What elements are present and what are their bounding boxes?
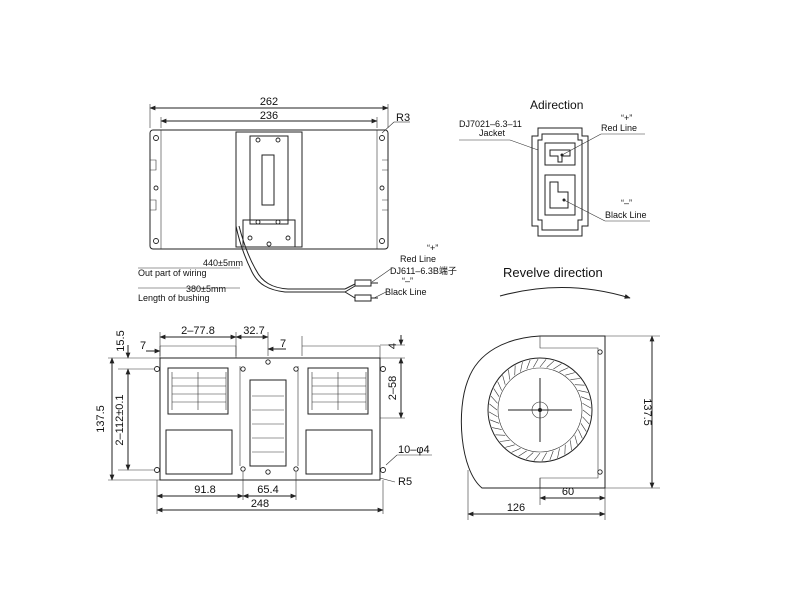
- impeller-blade: [488, 411, 498, 417]
- front-motor: [249, 379, 287, 467]
- dim-7b-label: 7: [280, 338, 286, 350]
- jacket-part-number: DJ7021–6.3–11: [459, 119, 522, 129]
- impeller-blade: [578, 390, 588, 393]
- impeller-blade: [565, 372, 575, 376]
- impeller-blade: [489, 403, 498, 411]
- impeller-blade: [539, 359, 547, 368]
- impeller-outer: [487, 357, 593, 463]
- impeller-blade: [570, 378, 581, 380]
- impeller-blade: [553, 363, 562, 370]
- top-red-line-label: Red Line: [400, 254, 436, 264]
- dim-2x77-8-label: 2–77.8: [181, 325, 215, 337]
- connector-minus-sign: “–”: [621, 198, 632, 208]
- scroll-housing: [460, 335, 606, 489]
- dim-60-label: 60: [562, 486, 574, 498]
- impeller-blades: [488, 358, 592, 462]
- impeller-blade: [511, 448, 521, 453]
- dim-7a-label: 7: [140, 340, 146, 352]
- dim-15-5-label: 15.5: [115, 330, 127, 351]
- motor-housing: [235, 131, 303, 248]
- impeller-blade: [557, 448, 560, 458]
- impeller-blade: [508, 369, 510, 380]
- connector-red-line-label: Red Line: [601, 123, 637, 133]
- impeller-blade: [502, 375, 506, 385]
- top-view: 262 236 R3: [138, 96, 457, 303]
- dim-91-8-label: 91.8: [194, 484, 215, 496]
- holes-label: 10–φ4: [398, 444, 430, 456]
- top-plus-sign: “+”: [427, 243, 438, 253]
- dim-2x58-label: 2–58: [387, 376, 399, 400]
- radius-r3-label: R3: [396, 112, 410, 124]
- dim-262-label: 262: [260, 96, 278, 108]
- impeller-blade: [505, 444, 515, 448]
- impeller-blade: [541, 452, 547, 462]
- rotation-label: Revelve direction: [503, 265, 603, 280]
- jacket-label: Jacket: [479, 128, 506, 138]
- right-blower-intake: [307, 367, 369, 415]
- connector-black-line-label: Black Line: [605, 210, 647, 220]
- impeller-blade: [526, 359, 531, 370]
- radius-r5-label: R5: [398, 476, 412, 488]
- impeller-blade: [570, 440, 572, 451]
- impeller-blade: [582, 403, 592, 409]
- connector-plus-sign: “+”: [621, 113, 632, 123]
- impeller-blade: [580, 423, 587, 432]
- impeller-blade: [499, 440, 510, 442]
- impeller-blade: [525, 452, 534, 460]
- impeller-blade: [533, 452, 541, 461]
- dim-137-5-left-label: 137.5: [95, 405, 107, 433]
- impeller-blade: [578, 429, 583, 439]
- rotation-indicator: Revelve direction: [499, 265, 631, 299]
- connector-housing: [531, 127, 589, 237]
- wire-length-value: 440±5mm: [203, 258, 243, 268]
- rotation-arrow: [499, 287, 631, 299]
- dim-137-5-side-label: 137.5: [641, 398, 653, 426]
- impeller-blade: [582, 416, 590, 425]
- left-blower-intake: [167, 367, 229, 415]
- impeller-blade: [546, 360, 555, 368]
- impeller-blade: [559, 367, 569, 372]
- impeller-blade: [582, 409, 591, 417]
- top-terminal-label: DJ611–6.3B端子: [390, 265, 457, 276]
- red-terminal: [354, 279, 372, 287]
- front-view: 2–77.8 32.7 7 7 137.5 2–112±0.1 15.5 4 2…: [95, 325, 432, 514]
- wire-harness: [235, 225, 345, 293]
- dim-65-4-label: 65.4: [257, 484, 278, 496]
- black-terminal: [354, 294, 372, 302]
- dim-236-label: 236: [260, 110, 278, 122]
- impeller-blade: [497, 381, 502, 391]
- impeller-blade: [489, 419, 500, 424]
- impeller-blade: [574, 435, 578, 445]
- top-plate-outline: [149, 129, 389, 250]
- dim-2x112-label: 2–112±0.1: [114, 394, 126, 445]
- impeller-blade: [493, 388, 500, 397]
- impeller-blade: [520, 362, 523, 372]
- dim-126-label: 126: [507, 502, 525, 514]
- side-view: 137.5 60 126: [460, 335, 660, 520]
- wire-length-label: Out part of wiring: [138, 268, 207, 278]
- top-black-line-label: Black Line: [385, 287, 427, 297]
- connector-title: Adirection: [530, 98, 583, 112]
- impeller-blade: [490, 395, 498, 404]
- dim-32-7-label: 32.7: [243, 325, 264, 337]
- dim-4-label: 4: [387, 343, 399, 349]
- bushing-length-value: 380±5mm: [186, 284, 226, 294]
- connector-view: Adirection DJ7021–6.3–11 Jacket “+” Red …: [459, 98, 650, 237]
- impeller-blade: [533, 358, 539, 368]
- impeller-blade: [492, 427, 502, 430]
- impeller-blade: [580, 396, 591, 401]
- impeller-blade: [518, 450, 527, 457]
- impeller-blade: [549, 450, 554, 461]
- bushing-length-label: Length of bushing: [138, 293, 210, 303]
- dim-248-label: 248: [251, 498, 269, 510]
- front-plate-outline: [159, 357, 381, 481]
- top-minus-sign: “–”: [402, 276, 413, 286]
